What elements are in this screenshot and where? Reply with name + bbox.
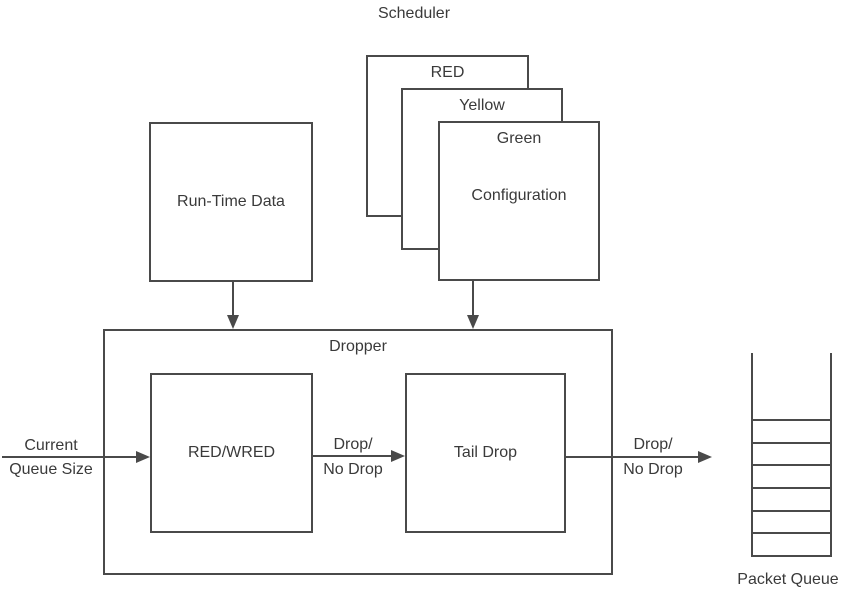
configuration-label: Configuration bbox=[471, 187, 567, 204]
scheduler-card-red-label: RED bbox=[430, 64, 465, 81]
packet-queue-right-wall bbox=[830, 353, 832, 557]
arrow-line bbox=[313, 455, 391, 457]
scheduler-title: Scheduler bbox=[377, 5, 451, 22]
packet-queue-slot bbox=[751, 509, 832, 533]
runtime-data-label: Run-Time Data bbox=[177, 193, 285, 210]
runtime-data-box: Run-Time Data bbox=[149, 122, 313, 282]
arrow-head-down-icon bbox=[467, 315, 479, 329]
arrow-line bbox=[2, 456, 136, 458]
current-queue-size-label-line2: Queue Size bbox=[9, 461, 93, 478]
red-wred-label: RED/WRED bbox=[187, 444, 276, 461]
arrow-head-down-icon bbox=[227, 315, 239, 329]
dropper-label: Dropper bbox=[329, 338, 387, 355]
mid-drop-label-line1: Drop/ bbox=[333, 436, 373, 453]
packet-queue-slot bbox=[751, 419, 832, 442]
output-drop-label-line1: Drop/ bbox=[633, 436, 673, 453]
arrow-line bbox=[472, 281, 474, 315]
red-wred-box: RED/WRED bbox=[150, 373, 313, 533]
arrow-line bbox=[232, 282, 234, 315]
scheduler-card-yellow-label: Yellow bbox=[459, 97, 505, 114]
arrow-head-right-icon bbox=[698, 451, 712, 463]
packet-queue-left-wall bbox=[751, 353, 753, 557]
tail-drop-box: Tail Drop bbox=[405, 373, 566, 533]
output-drop-label-line2: No Drop bbox=[623, 461, 683, 478]
packet-queue-slot bbox=[751, 532, 832, 555]
packet-queue-slot bbox=[751, 441, 832, 465]
arrow-head-right-icon bbox=[391, 450, 405, 462]
packet-queue-slot bbox=[751, 464, 832, 487]
packet-queue-cells bbox=[751, 419, 832, 557]
current-queue-size-label-line1: Current bbox=[24, 437, 78, 454]
mid-drop-label-line2: No Drop bbox=[323, 461, 383, 478]
tail-drop-label: Tail Drop bbox=[453, 444, 518, 461]
packet-queue-label: Packet Queue bbox=[737, 571, 839, 588]
scheduler-card-green-label: Green bbox=[496, 130, 542, 147]
arrow-line bbox=[566, 456, 698, 458]
arrow-head-right-icon bbox=[136, 451, 150, 463]
scheduler-card-green: Green Configuration bbox=[438, 121, 600, 281]
packet-queue-slot bbox=[751, 487, 832, 510]
